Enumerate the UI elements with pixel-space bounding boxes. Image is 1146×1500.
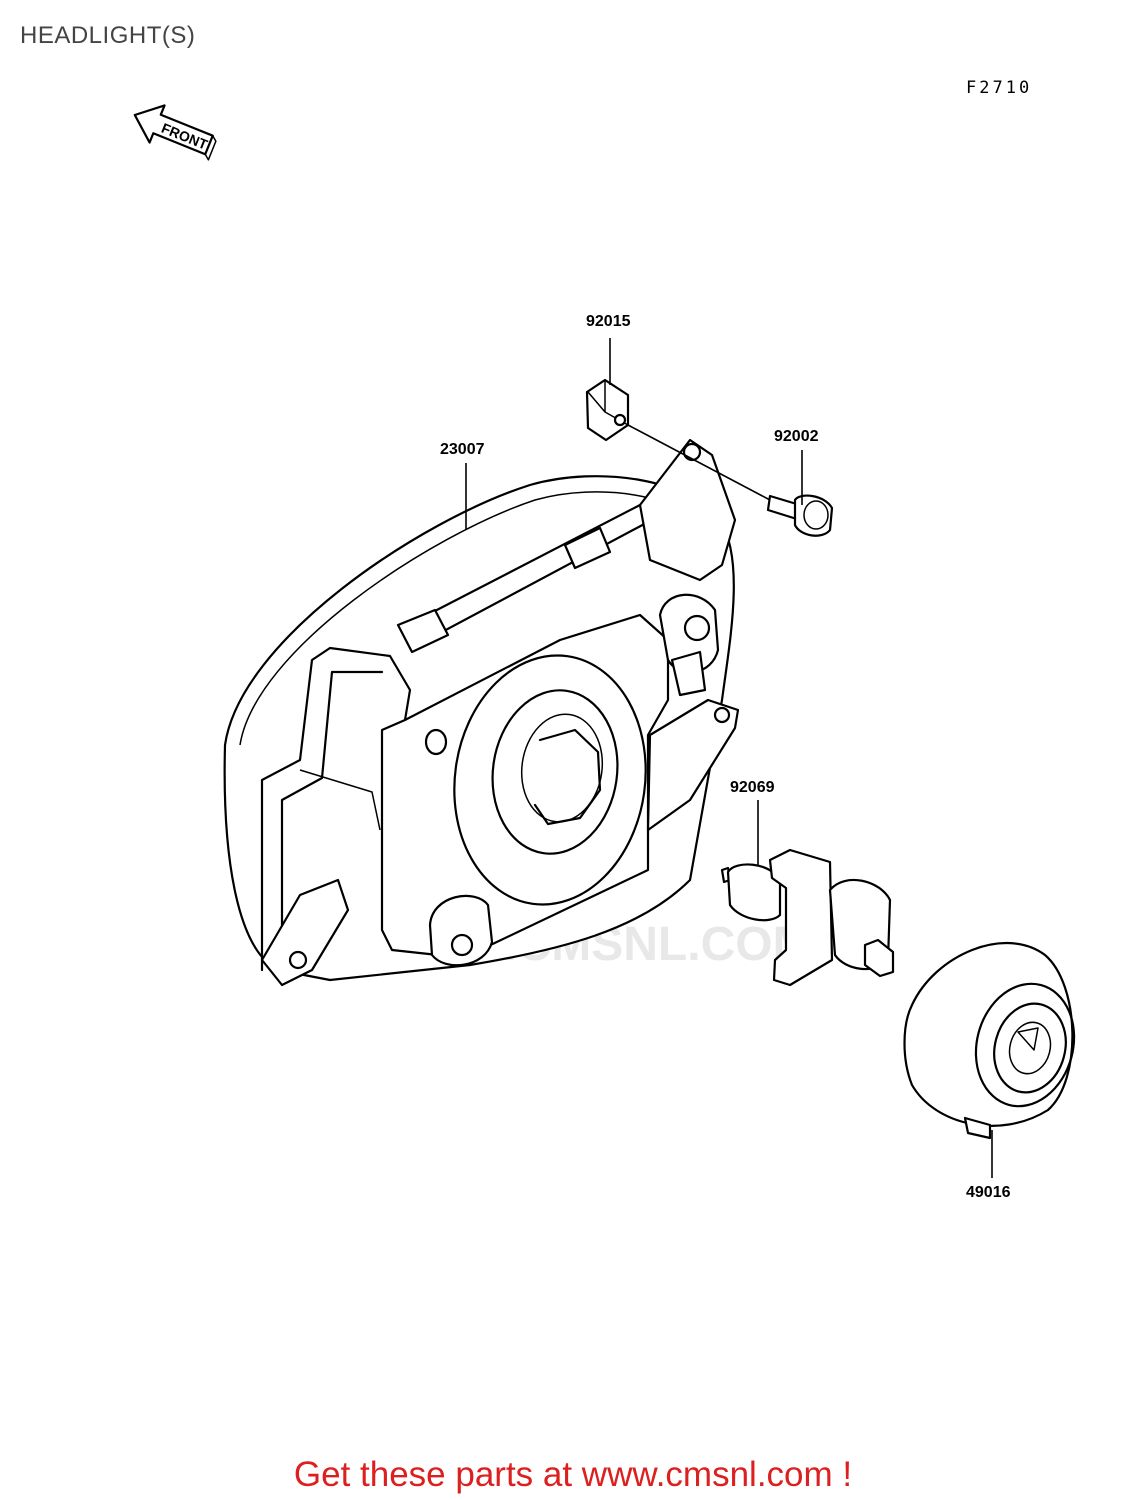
part-label-92002: 92002 [774, 428, 819, 445]
mounting-bolt [766, 494, 834, 537]
headlight-bulb [720, 848, 895, 987]
part-label-23007: 23007 [440, 441, 485, 458]
headlight-housing [223, 438, 740, 987]
assembly-line [627, 424, 771, 501]
figure-code: F2710 [966, 78, 1033, 98]
page-title: HEADLIGHT(S) [20, 22, 196, 49]
front-arrow-icon: FRONT [133, 104, 217, 161]
clip-nut [585, 378, 630, 442]
part-label-49016: 49016 [966, 1184, 1011, 1201]
part-label-92069: 92069 [730, 779, 775, 796]
dust-cover [903, 941, 1076, 1140]
part-label-92015: 92015 [586, 313, 631, 330]
footer-cta-link[interactable]: Get these parts at www.cmsnl.com ! [293, 1455, 853, 1494]
